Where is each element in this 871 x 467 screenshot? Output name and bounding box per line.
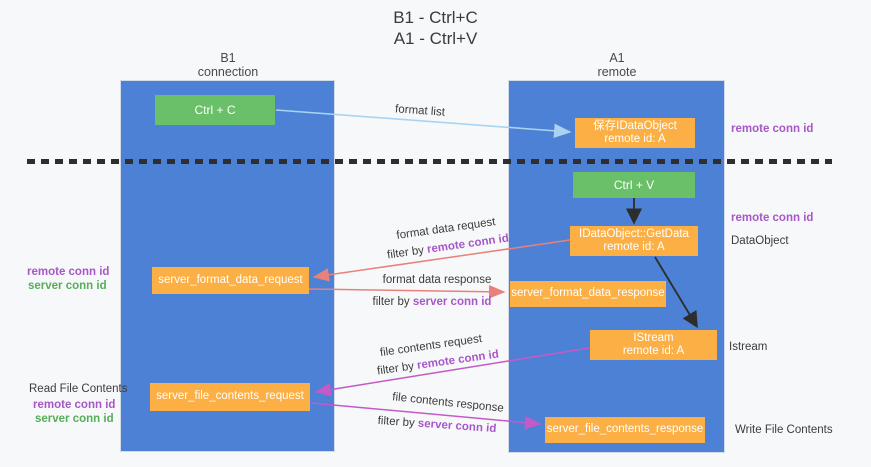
- server-format-data-request-node: server_format_data_request: [152, 267, 309, 294]
- server-conn-id-annotation-left1: server conn id: [28, 280, 107, 292]
- ctrl-c-label: Ctrl + C: [194, 103, 236, 117]
- file-contents-response-filter-label: filter by server conn id: [377, 415, 496, 435]
- filter-by-text: filter by: [377, 414, 419, 430]
- server-format-data-response-label: server_format_data_response: [511, 287, 665, 300]
- server-file-contents-request-label: server_file_contents_request: [156, 390, 304, 403]
- getdata-line1: IDataObject::GetData: [579, 227, 689, 240]
- filter-by-text: filter by: [376, 359, 418, 378]
- diagram-title: B1 - Ctrl+C A1 - Ctrl+V: [0, 7, 871, 49]
- left-column-header: B1 connection: [163, 51, 293, 79]
- filter-by-text: filter by: [386, 243, 428, 262]
- ctrl-v-node: Ctrl + V: [573, 172, 695, 198]
- istream-line1: IStream: [633, 331, 674, 344]
- remote-conn-id-annotation-mid: remote conn id: [731, 212, 814, 224]
- format-list-label: format list: [394, 103, 446, 119]
- server-file-contents-response-label: server_file_contents_response: [546, 423, 704, 436]
- write-file-contents-annotation: Write File Contents: [735, 424, 833, 436]
- saved-dataobject-node: 保存IDataObject remote id: A: [575, 118, 695, 148]
- right-column-subtitle: remote: [597, 65, 637, 79]
- format-data-response-label: format data response: [382, 274, 492, 286]
- remote-conn-id-annotation-top: remote conn id: [731, 123, 814, 135]
- server-file-contents-response-node: server_file_contents_response: [545, 417, 705, 443]
- ctrl-c-node: Ctrl + C: [155, 95, 275, 125]
- dataobject-annotation: DataObject: [731, 235, 789, 247]
- filter-by-text: filter by: [372, 296, 413, 308]
- format-data-response-arrow: [308, 285, 506, 299]
- getdata-line2: remote id: A: [603, 241, 665, 253]
- istream-node: IStream remote id: A: [590, 330, 717, 360]
- file-contents-response-label: file contents response: [391, 391, 505, 415]
- ctrl-v-label: Ctrl + V: [613, 178, 655, 192]
- right-column-title: A1: [609, 51, 625, 65]
- saved-dataobject-line1: 保存IDataObject: [593, 119, 677, 132]
- read-file-contents-annotation: Read File Contents: [29, 383, 128, 395]
- idataobject-getdata-node: IDataObject::GetData remote id: A: [570, 226, 698, 256]
- saved-dataobject-line2: remote id: A: [604, 133, 666, 145]
- server-conn-id-filter: server conn id: [412, 296, 492, 308]
- server-format-data-request-label: server_format_data_request: [158, 273, 303, 286]
- left-column-subtitle: connection: [197, 65, 259, 79]
- right-column-header: A1 remote: [552, 51, 682, 79]
- session-separator-dashed-line: [27, 159, 832, 164]
- istream-annotation: Istream: [729, 341, 768, 353]
- diagram-title-line1: B1 - Ctrl+C: [393, 8, 478, 27]
- server-conn-id-annotation-left2: server conn id: [35, 413, 114, 425]
- istream-line2: remote id: A: [622, 345, 685, 357]
- remote-conn-id-annotation-left1: remote conn id: [27, 266, 110, 278]
- diagram-title-line2: A1 - Ctrl+V: [393, 29, 478, 48]
- server-format-data-response-node: server_format_data_response: [510, 281, 666, 307]
- format-data-response-filter-label: filter by server conn id: [373, 296, 492, 308]
- remote-conn-id-annotation-left2: remote conn id: [33, 399, 116, 411]
- left-column-title: B1: [220, 51, 236, 65]
- server-file-contents-request-node: server_file_contents_request: [150, 383, 310, 411]
- server-conn-id-filter: server conn id: [417, 417, 497, 436]
